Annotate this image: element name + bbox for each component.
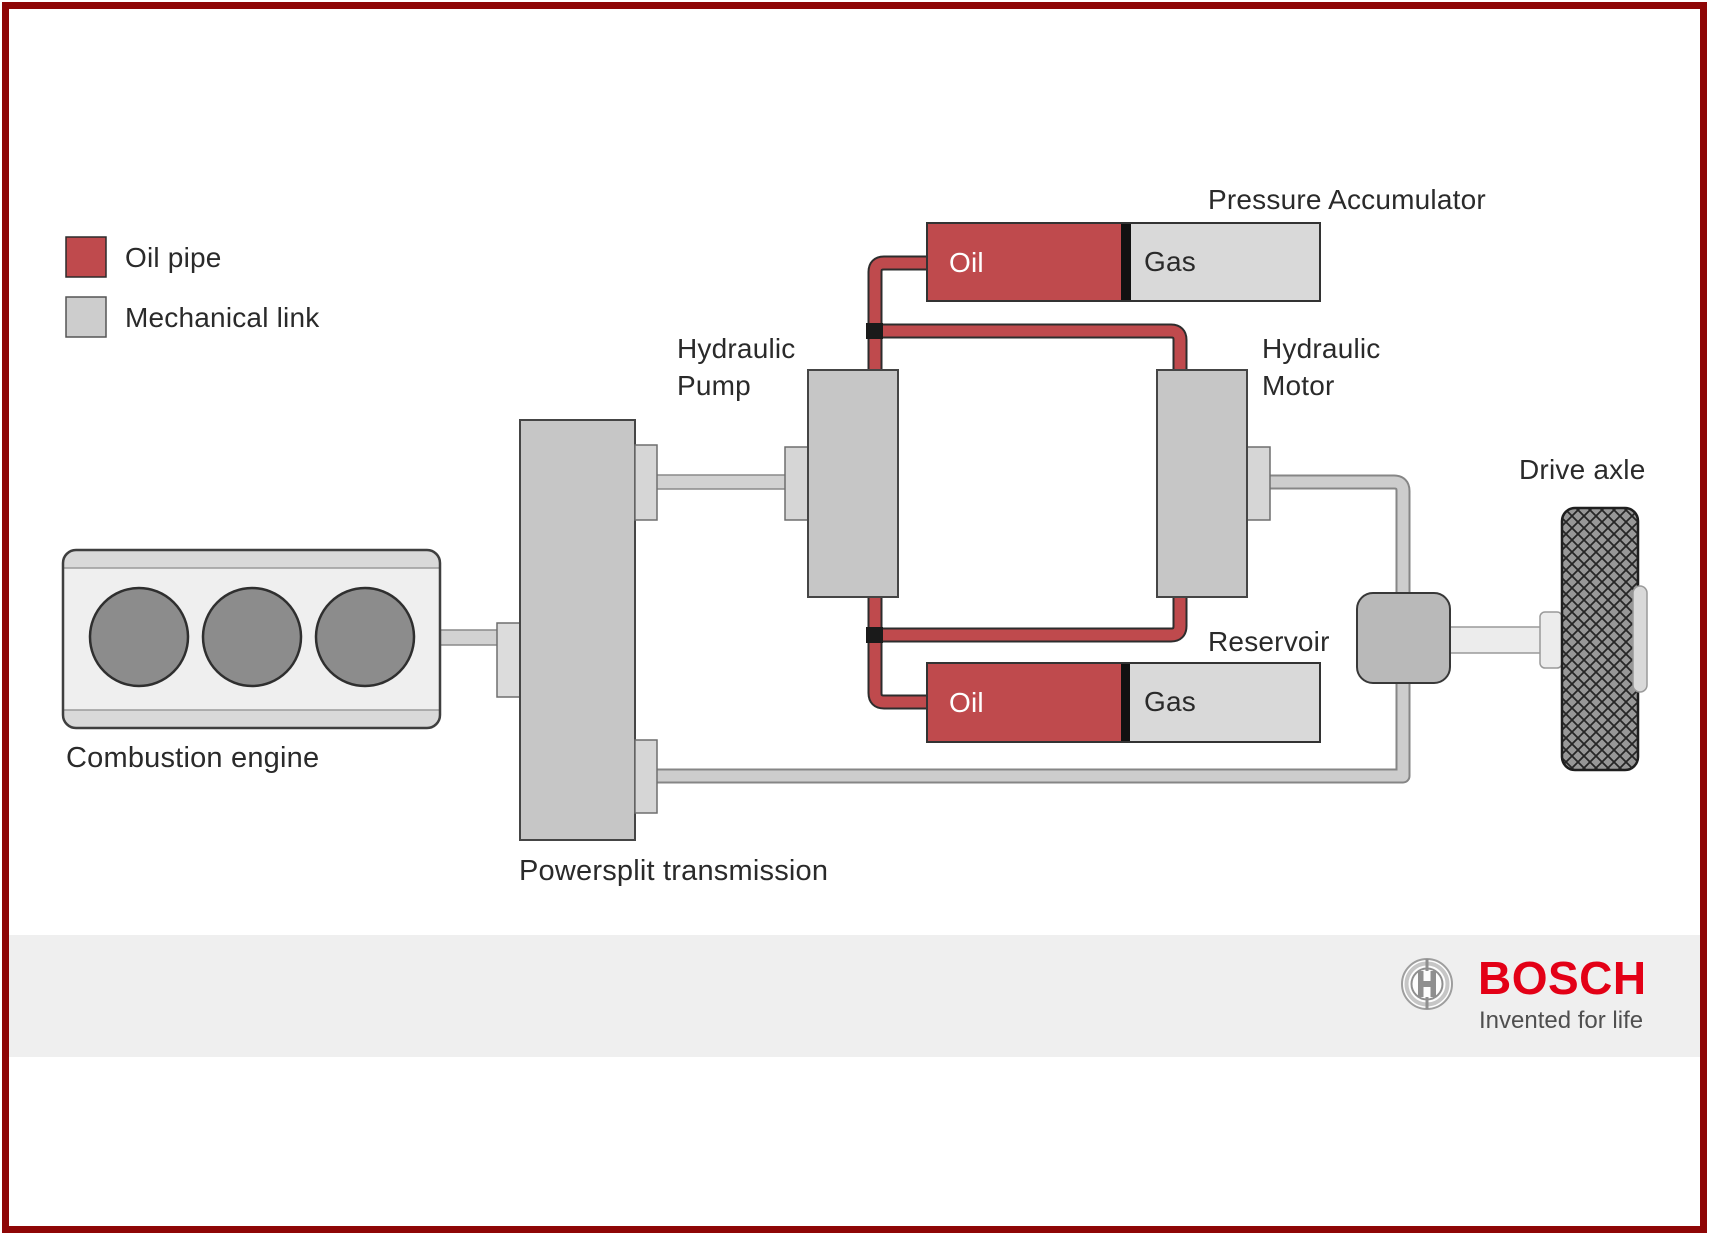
engine-outline <box>61 548 442 730</box>
reservoir-gas-label: Gas <box>1144 686 1196 717</box>
accumulator-gas-label: Gas <box>1144 246 1196 277</box>
powersplit-transmission-label: Powersplit transmission <box>519 855 829 887</box>
transmission-lower-flange <box>634 739 658 814</box>
pressure-accumulator-label: Pressure Accumulator <box>1208 184 1486 215</box>
reservoir-label: Reservoir <box>1208 626 1330 657</box>
mech-link-motor-to-axle <box>657 476 1409 782</box>
wheel <box>1560 506 1640 772</box>
wheel-hub-flange <box>1539 611 1563 669</box>
pressure-accumulator <box>926 222 1321 302</box>
oil-pipe-bottom-branch-to-motor <box>878 595 1188 643</box>
reservoir-oil-section <box>927 663 1125 742</box>
legend-oil-pipe-label: Oil pipe <box>125 242 222 273</box>
accumulator-oil-section <box>927 223 1127 301</box>
hydraulic-motor <box>1156 369 1248 598</box>
oil-pipe-accumulator-to-pump-fill <box>869 257 929 372</box>
oil-pipe-pump-to-reservoir <box>867 595 929 710</box>
oil-pipe-top-branch-fill <box>878 325 1186 372</box>
engine-output-shaft <box>437 629 501 646</box>
hydraulic-pump-label: Hydraulic Pump <box>677 333 796 401</box>
drive-axle-label: Drive axle <box>1519 454 1646 485</box>
accumulator-piston-divider <box>1121 223 1131 301</box>
pump-input-flange <box>784 446 809 521</box>
combustion-engine <box>61 548 442 730</box>
hydraulic-pump <box>807 369 899 598</box>
bosch-tagline: Invented for life <box>1479 1007 1644 1034</box>
pipe-junction-bottom <box>866 627 883 643</box>
accumulator-outline <box>926 222 1321 302</box>
legend-mechanical-link-label: Mechanical link <box>125 302 320 333</box>
oil-pipe-reservoir-feed-fill <box>869 595 929 708</box>
axle-shaft <box>1447 626 1546 654</box>
oil-pipe-top-branch-to-motor <box>878 323 1188 372</box>
bosch-wordmark: BOSCH <box>1478 952 1647 1004</box>
tire-tread-pattern <box>1562 508 1638 770</box>
transmission-to-pump-shaft <box>655 474 788 490</box>
engine-cylinder-1 <box>88 586 190 688</box>
accumulator-gas-section <box>1131 223 1320 301</box>
wheel-hub-cap <box>1632 585 1648 693</box>
reservoir-outline <box>926 662 1321 743</box>
engine-cylinder-3 <box>314 586 416 688</box>
oil-pipe-accumulator-to-pump <box>867 255 929 372</box>
bosch-emblem-icon <box>1401 958 1453 1010</box>
hydraulic-motor-label: Hydraulic Motor <box>1262 333 1381 401</box>
oil-pipe-swatch <box>65 236 107 278</box>
oil-pipes <box>867 255 1188 710</box>
mechanical-link-swatch <box>65 296 107 338</box>
differential-gearbox <box>1356 592 1451 684</box>
reservoir-piston-divider <box>1121 663 1130 742</box>
accumulator-oil-label: Oil <box>949 247 984 278</box>
motor-output-flange <box>1246 446 1271 521</box>
transmission-input-flange <box>496 622 524 698</box>
reservoir-tank <box>926 662 1321 743</box>
powersplit-transmission <box>519 419 636 841</box>
pipe-junction-top <box>866 323 883 339</box>
reservoir-oil-label: Oil <box>949 687 984 718</box>
mechanical-links <box>657 474 1411 784</box>
engine-cylinder-2 <box>201 586 303 688</box>
transmission-upper-flange <box>634 444 658 521</box>
reservoir-gas-section <box>1130 663 1320 742</box>
combustion-engine-label: Combustion engine <box>66 742 320 774</box>
oil-pipe-bottom-branch-fill <box>878 595 1186 641</box>
